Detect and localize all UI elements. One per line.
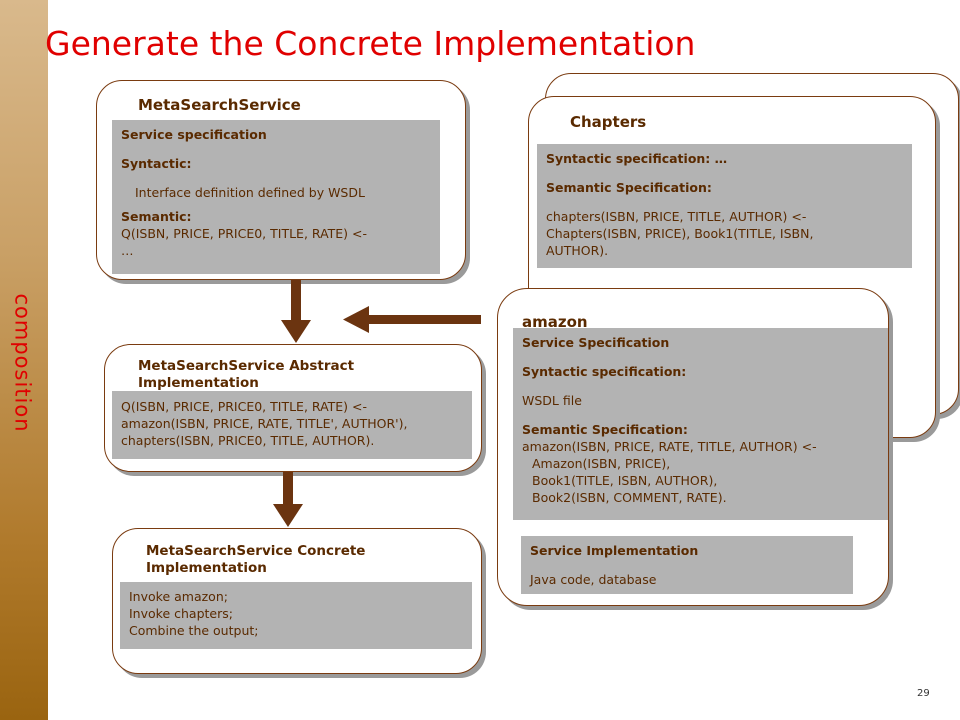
chapters-spec-panel: Syntactic specification: … Semantic Spec… (537, 144, 912, 268)
amazon-semantic-line1: amazon(ISBN, PRICE, RATE, TITLE, AUTHOR)… (522, 439, 817, 454)
abstract-impl-header-line1: MetaSearchService Abstract (138, 358, 355, 374)
amazon-semantic-line3: Book1(TITLE, ISBN, AUTHOR), (532, 473, 718, 488)
amazon-semantic-label: Semantic Specification: (522, 422, 688, 437)
slide-title: Generate the Concrete Implementation (45, 24, 696, 63)
chapters-semantic-line2: Chapters(ISBN, PRICE), Book1(TITLE, ISBN… (546, 226, 814, 241)
abstract-impl-header-line2: Implementation (138, 375, 259, 391)
concrete-impl-header-line1: MetaSearchService Concrete (146, 543, 366, 559)
metasearch-spec-title: Service specification (121, 127, 267, 142)
chapters-semantic-line1: chapters(ISBN, PRICE, TITLE, AUTHOR) <- (546, 209, 807, 224)
arrow-down-1 (281, 280, 311, 343)
arrow-down-2 (273, 472, 303, 527)
amazon-semantic-line4: Book2(ISBN, COMMENT, RATE). (532, 490, 727, 505)
concrete-impl-header-line2: Implementation (146, 560, 267, 576)
chapters-header: Chapters (570, 113, 647, 131)
abstract-impl-header: MetaSearchService Abstract Implementatio… (138, 358, 354, 392)
metasearch-syntactic-label: Syntactic: (121, 156, 192, 171)
concrete-impl-line2: Invoke chapters; (129, 606, 233, 621)
abstract-impl-panel: Q(ISBN, PRICE, PRICE0, TITLE, RATE) <- a… (112, 391, 472, 459)
metasearch-service-header: MetaSearchService (138, 96, 301, 114)
page-number: 29 (917, 688, 930, 699)
amazon-syntactic-text: WSDL file (522, 393, 582, 408)
chapters-semantic-label: Semantic Specification: (546, 180, 712, 195)
amazon-impl-text: Java code, database (530, 572, 657, 587)
concrete-impl-header: MetaSearchService Concrete Implementatio… (146, 543, 365, 577)
amazon-header: amazon (522, 313, 588, 331)
abstract-impl-line2: amazon(ISBN, PRICE, RATE, TITLE', AUTHOR… (121, 416, 408, 431)
amazon-impl-title: Service Implementation (530, 543, 699, 558)
metasearch-syntactic-text: Interface definition defined by WSDL (135, 185, 365, 200)
side-label-text: composition (11, 293, 35, 433)
concrete-impl-panel: Invoke amazon; Invoke chapters; Combine … (120, 582, 472, 649)
amazon-spec-title: Service Specification (522, 335, 670, 350)
metasearch-semantic-line1: Q(ISBN, PRICE, PRICE0, TITLE, RATE) <- (121, 226, 368, 241)
amazon-impl-panel: Service Implementation Java code, databa… (521, 536, 853, 594)
chapters-syntactic: Syntactic specification: … (546, 151, 728, 166)
side-label: composition (3, 278, 43, 448)
concrete-impl-line3: Combine the output; (129, 623, 259, 638)
amazon-syntactic-label: Syntactic specification: (522, 364, 687, 379)
chapters-semantic-line3: AUTHOR). (546, 243, 609, 258)
metasearch-semantic-label: Semantic: (121, 209, 192, 224)
abstract-impl-line3: chapters(ISBN, PRICE0, TITLE, AUTHOR). (121, 433, 375, 448)
arrow-left (343, 306, 481, 333)
amazon-semantic-line2: Amazon(ISBN, PRICE), (532, 456, 671, 471)
metasearch-spec-panel: Service specification Syntactic: Interfa… (112, 120, 440, 274)
concrete-impl-line1: Invoke amazon; (129, 589, 228, 604)
metasearch-semantic-line2: … (121, 243, 134, 258)
abstract-impl-line1: Q(ISBN, PRICE, PRICE0, TITLE, RATE) <- (121, 399, 368, 414)
amazon-spec-panel: Service Specification Syntactic specific… (513, 328, 888, 520)
sidebar-bar (0, 0, 48, 720)
